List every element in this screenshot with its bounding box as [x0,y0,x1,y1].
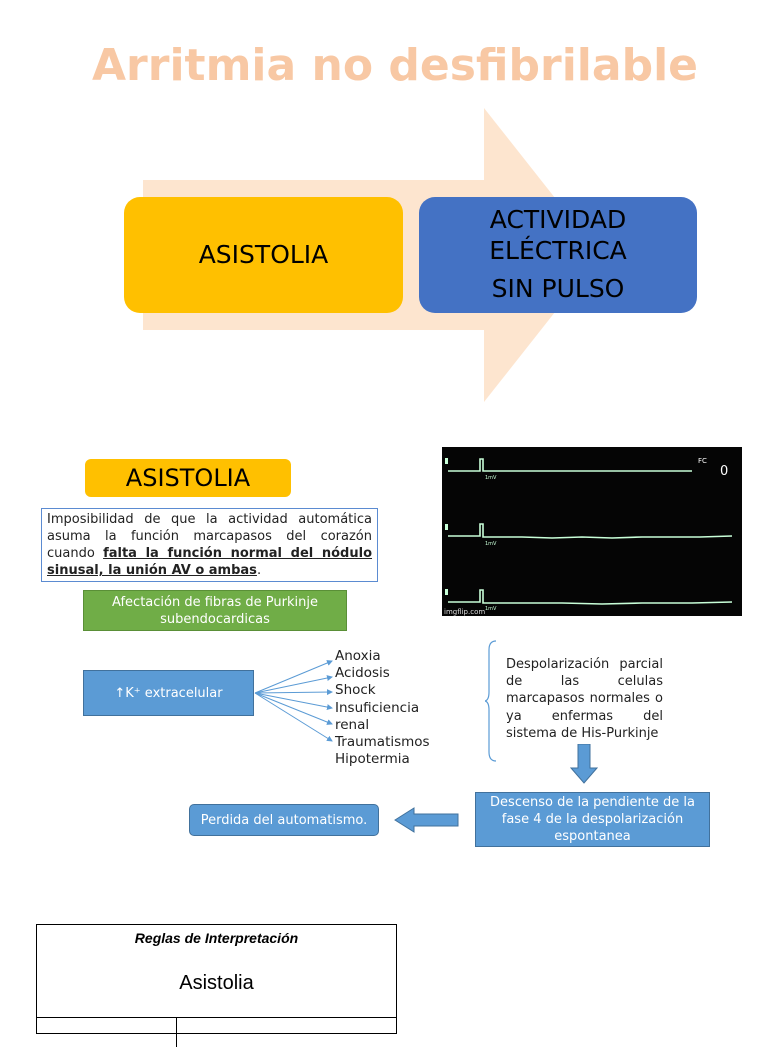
cause-item: Acidosis [335,665,390,682]
cause-item: Shock [335,682,376,699]
down-arrow-icon [570,744,598,784]
purkinje-box: Afectación de fibras de Purkinje subendo… [83,590,347,631]
cause-item: Insuficiencia [335,699,420,716]
lead-marker-2 [445,524,448,530]
heart-rate-label: FC [698,457,707,465]
cause-arrows [254,660,333,742]
cause-item: renal [335,716,370,733]
lead-marker-3 [445,589,448,595]
lead-label-2: 1mV [485,541,497,547]
ecg-traces: 1mV 1mV 1mV FC 0 imgflip.com [444,457,733,616]
definition-box: Imposibilidad de que la actividad automá… [41,508,378,582]
cause-arrow-3 [254,689,333,696]
cause-arrow-6 [254,692,333,742]
purkinje-text: Afectación de fibras de Purkinje subendo… [112,594,318,627]
left-arrow-icon [394,807,459,833]
ecg-trace-1 [448,458,692,472]
cause-item: Traumatismos [335,734,430,751]
aesp-line-3: SIN PULSO [491,274,625,304]
lead-label-3: 1mV [485,606,497,612]
cause-arrow-4 [254,692,333,710]
cause-arrow-1 [254,660,333,694]
phase4-slope-text: Descenso de la pendiente de la fase 4 de… [490,795,695,844]
ecg-trace-2 [448,523,733,539]
page-title: Arritmia no desfibrilable [92,40,698,91]
asistolia-box: ASISTOLIA [124,197,403,313]
interpretation-rules-table: Reglas de Interpretación Asistolia [36,924,397,1047]
ecg-monitor-image: 1mV 1mV 1mV FC 0 imgflip.com [442,447,742,616]
table-title: Reglas de Interpretación [134,930,299,946]
lead-marker-1 [445,458,448,464]
loss-of-automatism-box: Perdida del automatismo. [189,804,379,836]
causes-list: Anoxia Acidosis Shock Insuficiencia rena… [335,648,430,768]
ecg-trace-3 [448,589,733,605]
heart-rate-value: 0 [720,464,728,479]
phase4-slope-box: Descenso de la pendiente de la fase 4 de… [475,792,710,847]
potassium-box: ↑K⁺ extracelular [83,670,254,716]
section-heading: ASISTOLIA [85,459,291,497]
cause-arrow-2 [254,675,333,694]
potassium-text: ↑K⁺ extracelular [114,685,223,701]
cause-item: Anoxia [335,648,381,664]
table-row-divider [37,1017,396,1018]
cause-item: Hipotermia [335,751,410,768]
table-column-divider [176,1017,177,1047]
asistolia-box-label: ASISTOLIA [198,239,329,269]
definition-end: . [256,563,262,578]
table-subtitle: Asistolia [179,972,254,994]
pulseless-electrical-activity-box: ACTIVIDAD ELÉCTRICA SIN PULSO [419,197,697,313]
aesp-line-2: ELÉCTRICA [489,235,627,265]
definition-text: Imposibilidad de que la actividad automá… [47,512,372,561]
lead-label-1: 1mV [485,475,497,481]
cause-arrow-5 [254,692,333,725]
loss-of-automatism-text: Perdida del automatismo. [200,812,368,828]
depolarization-text: Despolarización parcial de las celulas m… [506,657,663,741]
aesp-line-1: ACTIVIDAD [489,205,627,235]
definition-emphasis: falta la función normal del nódulo sinus… [47,546,373,578]
watermark: imgflip.com [444,608,485,616]
bracket-shape [485,640,497,762]
